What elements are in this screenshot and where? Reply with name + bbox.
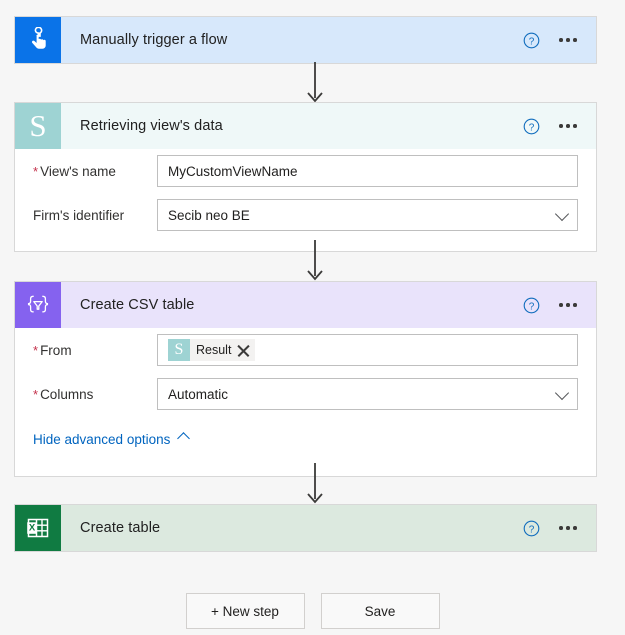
flow-step-card-retrieving-views-data[interactable]: S Retrieving view's data ? *View's name [14, 102, 597, 252]
card-header-actions: ? [516, 103, 596, 149]
more-options-icon[interactable] [546, 17, 590, 63]
help-icon[interactable]: ? [516, 282, 546, 328]
more-options-icon[interactable] [546, 103, 590, 149]
svg-text:X: X [29, 523, 36, 534]
flow-connector-arrow [303, 463, 327, 505]
param-label: *View's name [33, 164, 157, 179]
help-icon[interactable]: ? [516, 103, 546, 149]
hide-advanced-options-link[interactable]: Hide advanced options [33, 431, 191, 447]
excel-icon: X [15, 505, 61, 551]
card-header-actions: ? [516, 282, 596, 328]
more-options-icon[interactable] [546, 282, 590, 328]
svg-text:?: ? [528, 524, 534, 535]
secib-s-letter: S [29, 107, 47, 143]
param-label-text: From [40, 342, 72, 358]
tap-hand-icon [15, 17, 61, 63]
required-asterisk: * [33, 342, 39, 358]
required-asterisk: * [33, 386, 39, 402]
hide-advanced-options-label: Hide advanced options [33, 431, 171, 447]
save-button[interactable]: Save [320, 593, 440, 629]
more-options-icon[interactable] [546, 505, 590, 551]
param-label-text: Columns [40, 386, 94, 402]
flow-connector-arrow [303, 62, 327, 104]
from-input[interactable]: S Result [157, 334, 578, 366]
card-title: Create table [80, 520, 161, 536]
param-row-from: *From S Result [33, 328, 578, 372]
views-name-input[interactable]: MyCustomViewName [157, 155, 578, 187]
param-label: *From [33, 343, 157, 358]
card-header-actions: ? [516, 17, 596, 63]
card-header[interactable]: Create CSV table ? [15, 282, 596, 328]
param-control: MyCustomViewName [157, 155, 578, 187]
param-control: Automatic [157, 378, 578, 410]
footer-actions: + New step Save [0, 593, 625, 629]
card-title: Create CSV table [80, 297, 195, 313]
token-remove-icon[interactable] [236, 343, 251, 358]
card-title: Manually trigger a flow [80, 32, 228, 48]
card-header[interactable]: X Create table ? [15, 505, 596, 551]
param-label: *Columns [33, 387, 157, 402]
param-label-text: View's name [40, 163, 116, 179]
dynamic-content-token[interactable]: S Result [168, 339, 256, 361]
card-body: *View's name MyCustomViewName Firm's ide… [15, 149, 596, 251]
param-row-views-name: *View's name MyCustomViewName [33, 149, 578, 193]
card-title: Retrieving view's data [80, 118, 223, 134]
card-header[interactable]: S Retrieving view's data ? [15, 103, 596, 149]
help-icon[interactable]: ? [516, 17, 546, 63]
data-operation-icon [15, 282, 61, 328]
param-row-firms-identifier: Firm's identifier Secib neo BE [33, 193, 578, 237]
flow-step-card-create-table[interactable]: X Create table ? [14, 504, 597, 552]
columns-dropdown[interactable]: Automatic [157, 378, 578, 410]
svg-text:?: ? [528, 36, 534, 47]
param-control: S Result [157, 334, 578, 366]
secib-s-icon: S [15, 103, 61, 149]
firms-identifier-dropdown[interactable]: Secib neo BE [157, 199, 578, 231]
flow-step-card-create-csv-table[interactable]: Create CSV table ? *From [14, 281, 597, 477]
param-row-columns: *Columns Automatic [33, 372, 578, 416]
chevron-up-icon[interactable] [177, 432, 191, 446]
advanced-options-row: Hide advanced options [33, 416, 578, 462]
svg-text:?: ? [528, 301, 534, 312]
flow-step-card-trigger[interactable]: Manually trigger a flow ? [14, 16, 597, 64]
token-secib-s-icon: S [168, 339, 190, 361]
param-control: Secib neo BE [157, 199, 578, 231]
card-header-actions: ? [516, 505, 596, 551]
required-asterisk: * [33, 163, 39, 179]
new-step-button[interactable]: + New step [185, 593, 305, 629]
flow-connector-arrow [303, 240, 327, 282]
param-label: Firm's identifier [33, 207, 125, 223]
card-body: *From S Result *Columns [15, 328, 596, 476]
card-header[interactable]: Manually trigger a flow ? [15, 17, 596, 63]
help-icon[interactable]: ? [516, 505, 546, 551]
svg-text:?: ? [528, 122, 534, 133]
token-label: Result [196, 343, 232, 357]
braces-funnel-glyph [24, 295, 52, 315]
